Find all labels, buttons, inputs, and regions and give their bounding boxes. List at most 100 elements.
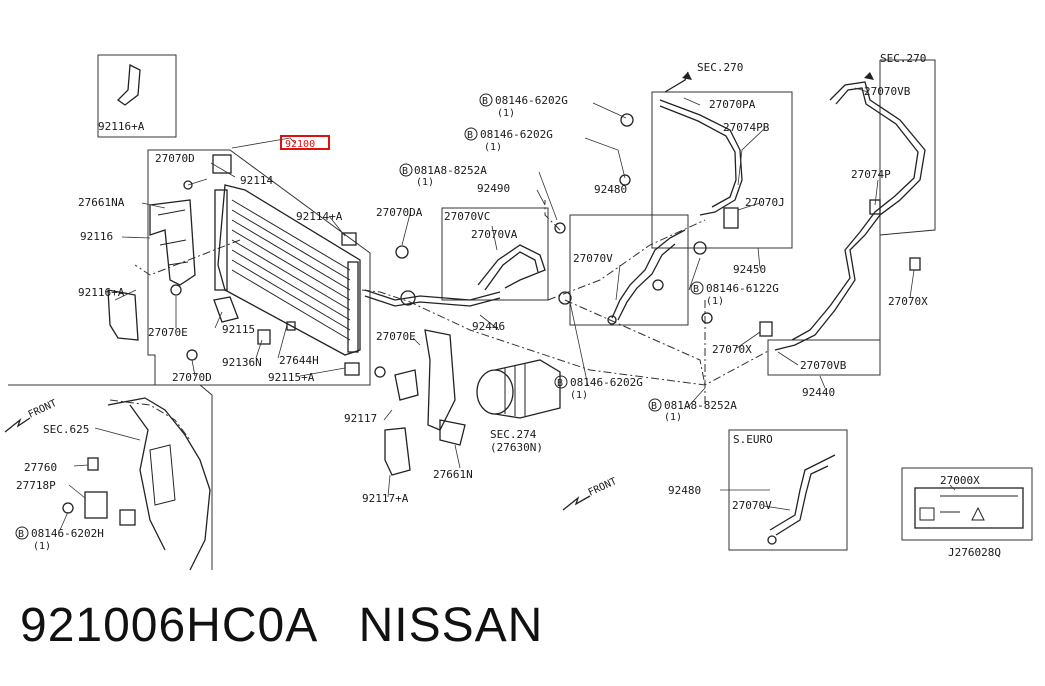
- b-mark-icon-letter: B: [557, 378, 563, 389]
- condenser-92100[interactable]: [214, 184, 361, 356]
- label-92116: 92116: [80, 230, 113, 243]
- bolt-08146-6202h[interactable]: [62, 502, 74, 514]
- label-27661na: 27661NA: [78, 196, 125, 209]
- b-mark-icon: [15, 526, 29, 540]
- label-08146-6202g-b-qty: (1): [484, 142, 502, 153]
- b-mark-icon: [648, 398, 662, 412]
- bracket-27661n[interactable]: [439, 419, 466, 446]
- b-mark-icon-letter: B: [467, 130, 473, 141]
- routing-line-2: [547, 219, 706, 301]
- part-number-caption: 921006HC0A NISSAN: [20, 599, 544, 652]
- label-92115a: 92115+A: [268, 371, 315, 384]
- highlight-92100[interactable]: 92100: [280, 135, 330, 150]
- label-92440: 92440: [802, 386, 835, 399]
- label-27760: 27760: [24, 461, 57, 474]
- label-27070x-right: 27070X: [888, 295, 928, 308]
- routing-line-5: [134, 239, 241, 276]
- pipe-92450[interactable]: [659, 99, 743, 229]
- bolt-08146-6202g-top[interactable]: [620, 113, 634, 127]
- pipe-92490[interactable]: [477, 244, 546, 291]
- bolt-27070d-bottom[interactable]: [186, 349, 198, 361]
- label-27070vb-top: 27070VB: [864, 85, 911, 98]
- pipe-box-92450: [651, 91, 793, 249]
- front-arrow-right: [562, 495, 591, 511]
- label-front-right: FRONT: [587, 476, 619, 499]
- sensor-27760[interactable]: [87, 457, 99, 471]
- label-front-left: FRONT: [27, 398, 59, 421]
- pipe-92440[interactable]: [759, 81, 926, 351]
- bracket-92116a[interactable]: [107, 289, 139, 341]
- label-27070va: 27070VA: [471, 228, 518, 241]
- label-27074pb: 27074PB: [723, 121, 770, 134]
- b-mark-icon: [690, 281, 704, 295]
- label-sec625: SEC.625: [43, 423, 89, 436]
- label-sec274: SEC.274: [490, 428, 537, 441]
- label-081a8-top-qty: (1): [416, 177, 434, 188]
- label-92490: 92490: [477, 182, 510, 195]
- bracket-92116a-top[interactable]: [116, 63, 141, 106]
- label-27070d-bottom: 27070D: [172, 371, 212, 384]
- bolt-27070da[interactable]: [395, 245, 409, 259]
- label-27074p: 27074P: [851, 168, 891, 181]
- label-08146-6202g-b: 08146-6202G: [480, 128, 553, 141]
- b-mark-icon-letter: B: [18, 529, 24, 540]
- pipe-box-92440: [767, 59, 936, 376]
- label-s-euro: S.EURO: [733, 433, 773, 446]
- pipe-92480-s-euro[interactable]: [767, 454, 836, 545]
- b-mark-icon: [464, 127, 478, 141]
- front-panel[interactable]: [107, 397, 211, 571]
- label-92450: 92450: [733, 263, 766, 276]
- label-92100: 92100: [285, 139, 315, 150]
- label-27070v-inset: 27070V: [732, 499, 772, 512]
- label-27070v: 27070V: [573, 252, 613, 265]
- sensor-92136n[interactable]: [257, 329, 271, 345]
- b-mark-icon: [554, 375, 568, 389]
- label-27718p: 27718P: [16, 479, 56, 492]
- sensor-27718p[interactable]: [84, 491, 108, 519]
- mount-92114a[interactable]: [341, 232, 357, 246]
- bolt-27070e-center[interactable]: [374, 366, 386, 378]
- bolt-08146-6202g-mid[interactable]: [619, 174, 631, 186]
- bracket-92117[interactable]: [394, 329, 456, 431]
- label-27070d-top: 27070D: [155, 152, 195, 165]
- mount-92115[interactable]: [213, 296, 239, 323]
- routing-line-4: [564, 299, 706, 386]
- bracket-92117a[interactable]: [384, 427, 411, 476]
- pipe-92446[interactable]: [364, 289, 501, 307]
- caution-label-27000x[interactable]: [914, 487, 1024, 529]
- label-08146-6202h-qty: (1): [33, 541, 51, 552]
- label-92116a-top: 92116+A: [98, 120, 145, 133]
- label-sec270-a: SEC.270: [697, 61, 743, 74]
- label-92116a-mid: 92116+A: [78, 286, 125, 299]
- label-92480: 92480: [594, 183, 627, 196]
- bracket-27661na[interactable]: [149, 199, 196, 286]
- bolt-081a8-bottom[interactable]: [701, 312, 713, 324]
- compressor[interactable]: [476, 359, 561, 419]
- label-08146-6122g-qty: (1): [706, 296, 724, 307]
- label-081a8-top: 081A8-8252A: [414, 164, 487, 177]
- bolt-27070e[interactable]: [170, 284, 182, 296]
- routing-line-6: [109, 399, 191, 441]
- bolt-08146-6122g[interactable]: [693, 241, 707, 255]
- bolt-081a8-top[interactable]: [554, 222, 566, 234]
- pipe-92480[interactable]: [607, 229, 686, 325]
- label-27070e-center: 27070E: [376, 330, 416, 343]
- label-92117: 92117: [344, 412, 377, 425]
- diagram-code: J276028Q: [948, 546, 1001, 559]
- label-08146-6202g-d: 08146-6202G: [570, 376, 643, 389]
- label-081a8-bottom: 081A8-8252A: [664, 399, 737, 412]
- bolt-08146-6202g-center[interactable]: [558, 291, 572, 305]
- sec270-arrow-a: [664, 71, 692, 93]
- b-mark-icon-letter: B: [651, 401, 657, 412]
- pipe-box-92480: [569, 214, 689, 326]
- label-08146-6202h: 08146-6202H: [31, 527, 104, 540]
- label-92446: 92446: [472, 320, 505, 333]
- front-panel-box: [8, 384, 213, 570]
- b-mark-icon: [479, 93, 493, 107]
- label-inset-box: [901, 467, 1033, 541]
- sec270-arrow-b: [864, 72, 874, 80]
- label-27661n: 27661N: [433, 468, 473, 481]
- mount-92115a[interactable]: [344, 362, 360, 376]
- label-27070vc: 27070VC: [444, 210, 490, 223]
